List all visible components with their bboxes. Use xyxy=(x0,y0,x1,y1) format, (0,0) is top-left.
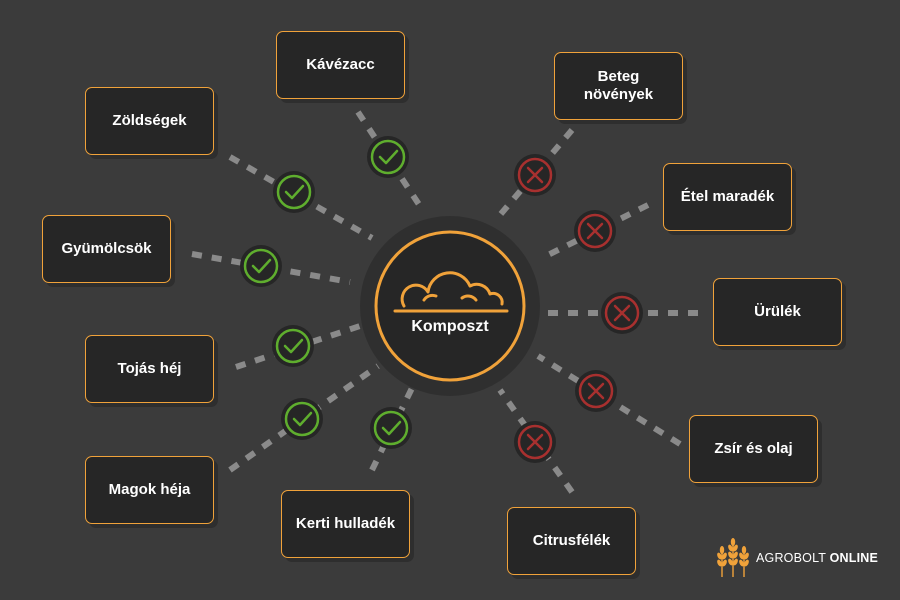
status-markers xyxy=(240,136,643,463)
center-ring xyxy=(374,230,526,382)
node-label-line2: növények xyxy=(583,86,654,103)
check-icon-zoldsegek xyxy=(273,171,315,213)
node-etel-maradek: Étel maradék xyxy=(663,163,792,231)
node-kavezacc: Kávézacc xyxy=(276,31,405,99)
cross-icon-zsir-es-olaj xyxy=(575,370,617,412)
check-icon-kerti-hulladek xyxy=(370,407,412,449)
check-icon-tojas-hej xyxy=(272,325,314,367)
node-citrusfelek: Citrusfélék xyxy=(507,507,636,575)
center-label: Komposzt xyxy=(411,318,489,335)
cross-icon-citrusfelek xyxy=(514,421,556,463)
brand-name-bold: ONLINE xyxy=(829,551,879,565)
cross-icon-beteg-novenyek xyxy=(514,154,556,196)
node-urulek: Ürülék xyxy=(713,278,842,346)
node-beteg-novenyek: Beteg növények xyxy=(554,52,683,120)
center-hub xyxy=(360,216,540,396)
node-label-line1: Beteg xyxy=(597,68,640,85)
node-magok-heja: Magok héja xyxy=(85,456,214,524)
cloud-icon xyxy=(393,271,509,313)
check-icon-gyumolcsok xyxy=(240,245,282,287)
node-tojas-hej: Tojás héj xyxy=(85,335,214,403)
check-icon-kavezacc xyxy=(367,136,409,178)
node-zoldsegek: Zöldségek xyxy=(85,87,214,155)
brand-logo: AGROBOLT ONLINE xyxy=(716,538,878,578)
cross-icon-etel-maradek xyxy=(574,210,616,252)
wheat-icon xyxy=(717,538,749,577)
cross-icon-urulek xyxy=(601,292,643,334)
node-zsir-es-olaj: Zsír és olaj xyxy=(689,415,818,483)
brand-name: AGROBOLT ONLINE xyxy=(756,551,878,565)
node-kerti-hulladek: Kerti hulladék xyxy=(281,490,410,558)
check-icon-magok-heja xyxy=(281,398,323,440)
brand-name-regular: AGROBOLT xyxy=(756,551,826,565)
node-gyumolcsok: Gyümölcsök xyxy=(42,215,171,283)
